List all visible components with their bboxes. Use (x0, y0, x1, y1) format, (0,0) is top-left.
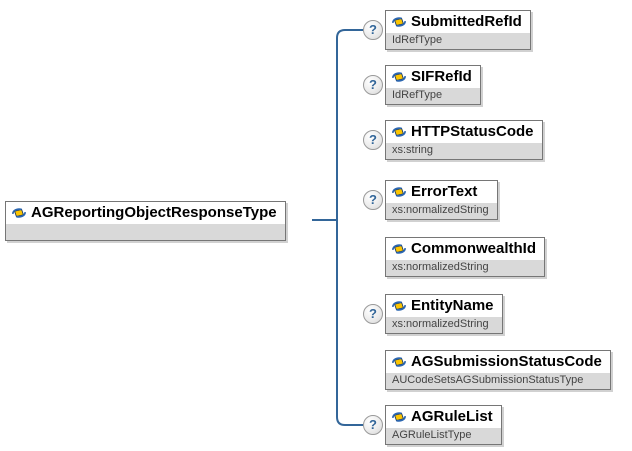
element-title: AGSubmissionStatusCode (386, 351, 610, 373)
child-element-row-CommonwealthId: CommonwealthId xs:normalizedString (363, 237, 546, 277)
element-name: AGRuleList (411, 408, 493, 425)
complex-type-icon (12, 207, 26, 218)
child-element-row-AGSubmissionStatusCode: AGSubmissionStatusCode AUCodeSetsAGSubmi… (363, 350, 611, 390)
child-element-row-SIFRefId: ? SIFRefId IdRefType (363, 65, 481, 105)
element-title: ErrorText (386, 181, 497, 203)
root-type-name: AGReportingObjectResponseType (31, 204, 277, 221)
element-box[interactable]: AGRuleList AGRuleListType (385, 405, 502, 445)
optional-indicator: ? (363, 415, 383, 435)
child-element-row-HTTPStatusCode: ? HTTPStatusCode xs:string (363, 120, 543, 160)
element-icon (392, 126, 406, 137)
element-icon (392, 71, 406, 82)
element-name: AGSubmissionStatusCode (411, 353, 602, 370)
element-type: AGRuleListType (386, 428, 501, 444)
element-name: EntityName (411, 297, 494, 314)
child-element-row-ErrorText: ? ErrorText xs:normalizedString (363, 180, 498, 220)
element-box[interactable]: ErrorText xs:normalizedString (385, 180, 498, 220)
element-name: SubmittedRefId (411, 13, 522, 30)
element-title: SIFRefId (386, 66, 480, 88)
element-icon (392, 300, 406, 311)
element-icon (392, 186, 406, 197)
element-name: CommonwealthId (411, 240, 537, 257)
element-name: HTTPStatusCode (411, 123, 534, 140)
element-type: IdRefType (386, 33, 530, 49)
root-type-title: AGReportingObjectResponseType (6, 202, 285, 224)
optional-indicator: ? (363, 130, 383, 150)
element-icon (392, 243, 406, 254)
element-type: xs:normalizedString (386, 260, 545, 276)
element-type: xs:normalizedString (386, 203, 497, 219)
optional-indicator: ? (363, 75, 383, 95)
element-box[interactable]: HTTPStatusCode xs:string (385, 120, 543, 160)
element-title: HTTPStatusCode (386, 121, 542, 143)
optional-indicator: ? (363, 304, 383, 324)
element-type: AUCodeSetsAGSubmissionStatusType (386, 373, 610, 389)
element-title: AGRuleList (386, 406, 501, 428)
child-element-row-EntityName: ? EntityName xs:normalizedString (363, 294, 503, 334)
element-type: xs:string (386, 143, 542, 159)
root-type-box[interactable]: AGReportingObjectResponseType (5, 201, 286, 241)
child-element-row-AGRuleList: ? AGRuleList AGRuleListType (363, 405, 502, 445)
element-title: CommonwealthId (386, 238, 545, 260)
element-type: xs:normalizedString (386, 317, 502, 333)
element-box[interactable]: SubmittedRefId IdRefType (385, 10, 531, 50)
element-title: EntityName (386, 295, 502, 317)
child-element-row-SubmittedRefId: ? SubmittedRefId IdRefType (363, 10, 531, 50)
element-icon (392, 356, 406, 367)
root-type-subtitle (6, 224, 285, 240)
element-type: IdRefType (386, 88, 480, 104)
element-box[interactable]: AGSubmissionStatusCode AUCodeSetsAGSubmi… (385, 350, 611, 390)
element-box[interactable]: SIFRefId IdRefType (385, 65, 481, 105)
optional-indicator: ? (363, 20, 383, 40)
element-icon (392, 16, 406, 27)
element-icon (392, 411, 406, 422)
element-name: SIFRefId (411, 68, 472, 85)
element-box[interactable]: EntityName xs:normalizedString (385, 294, 503, 334)
optional-indicator: ? (363, 190, 383, 210)
element-title: SubmittedRefId (386, 11, 530, 33)
element-box[interactable]: CommonwealthId xs:normalizedString (385, 237, 546, 277)
element-name: ErrorText (411, 183, 478, 200)
